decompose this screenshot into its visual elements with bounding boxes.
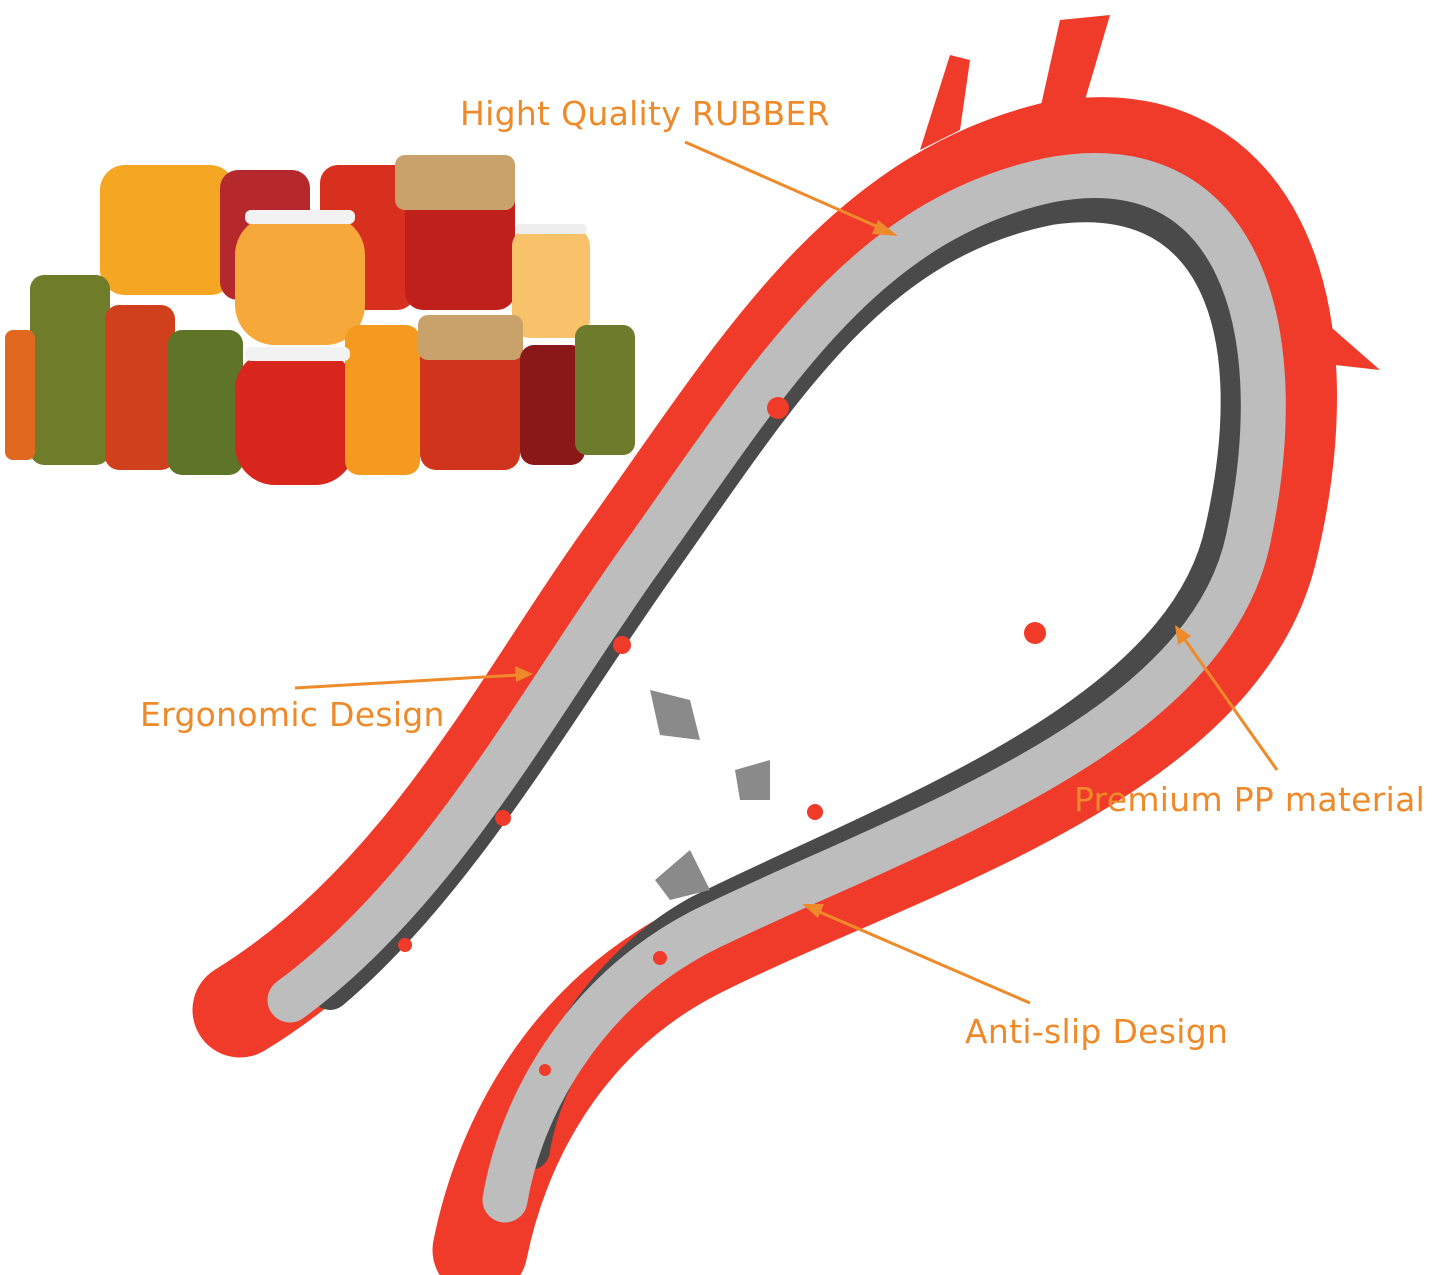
arrow-head	[802, 904, 824, 918]
jar	[418, 315, 523, 360]
jar	[30, 275, 110, 465]
arrow-anti-slip	[814, 908, 1031, 1005]
jar	[235, 350, 355, 485]
jar-opener	[192, 15, 1380, 1275]
rubber-dot	[398, 938, 412, 952]
jar-lid	[515, 224, 587, 234]
jar	[420, 325, 520, 470]
callout-pp-material: Premium PP material	[1074, 780, 1426, 819]
opener-metal-insert	[735, 760, 770, 800]
opener-red-hook	[1040, 15, 1110, 110]
arrow-rubber	[684, 140, 886, 232]
arrow-head	[515, 666, 533, 682]
opener-metal-insert	[650, 690, 700, 740]
arrow-head	[1175, 625, 1191, 645]
opener-metal-insert	[655, 850, 710, 900]
jar	[345, 325, 420, 475]
jar	[512, 228, 590, 338]
jar	[100, 165, 235, 295]
arrow-pp	[1181, 636, 1279, 771]
arrow-ergonomic	[294, 673, 519, 690]
callout-rubber: Hight Quality RUBBER	[460, 94, 830, 133]
jar	[235, 215, 365, 345]
callout-ergonomic: Ergonomic Design	[140, 695, 445, 734]
rubber-dot	[1024, 622, 1046, 644]
callout-arrows	[294, 140, 1279, 1005]
callout-anti-slip: Anti-slip Design	[965, 1012, 1229, 1051]
rubber-dot	[653, 951, 667, 965]
opener-gray-rubber	[267, 153, 1286, 1223]
jar	[395, 155, 515, 210]
jar	[405, 180, 515, 310]
jar-lid	[245, 210, 355, 224]
rubber-dot	[613, 636, 631, 654]
jar	[520, 345, 585, 465]
jar	[575, 325, 635, 455]
rubber-dot	[495, 810, 511, 826]
jar	[105, 305, 175, 470]
rubber-dot	[539, 1064, 551, 1076]
jar	[5, 330, 35, 460]
rubber-dot	[807, 804, 823, 820]
jars-photo	[5, 155, 635, 485]
rubber-dot	[767, 397, 789, 419]
jar	[168, 330, 243, 475]
arrow-head	[872, 220, 898, 236]
opener-red-hook	[920, 55, 970, 150]
jar-lid	[245, 347, 350, 361]
opener-red-hook	[1290, 300, 1380, 370]
